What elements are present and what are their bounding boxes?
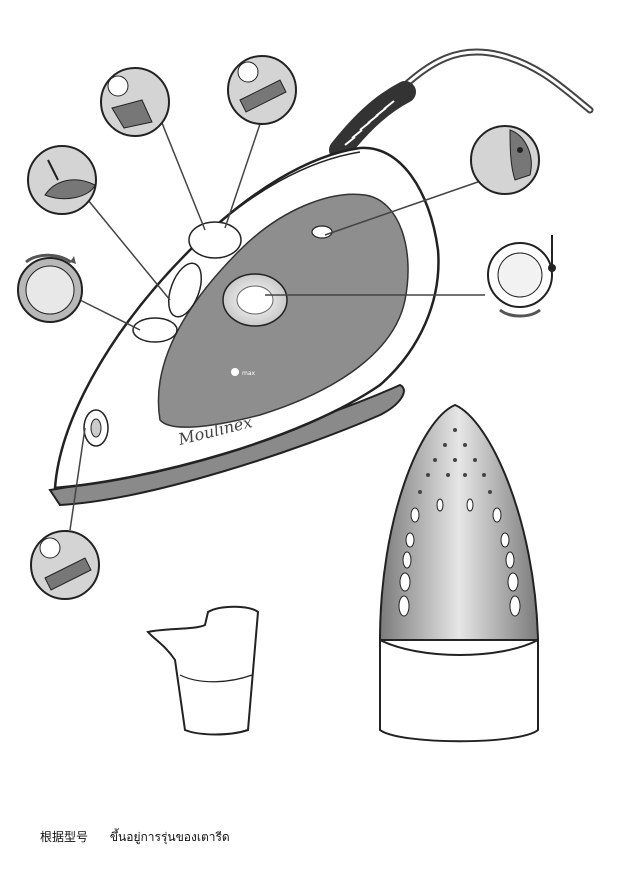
detail-thermostat [488,235,556,316]
detail-anti-drip [31,531,99,599]
measuring-cup [148,607,258,735]
detail-steam-burst [101,68,169,136]
detail-steam-dial [18,255,82,322]
steam-iron: max Moulinex [50,148,438,505]
footer-note-chinese: 根据型号 [40,830,88,844]
max-label: max [242,370,256,377]
detail-vertical-steam [471,126,539,194]
footer-note-thai: ขึ้นอยู่การรุ่นของเตารีด [110,830,230,844]
power-cord [340,52,590,150]
detail-spray [228,56,296,124]
soleplate [380,405,538,741]
model-dependent-note: 根据型号 ขึ้นอยู่การรุ่นของเตารีด [40,828,248,847]
detail-fill-water [28,146,96,214]
